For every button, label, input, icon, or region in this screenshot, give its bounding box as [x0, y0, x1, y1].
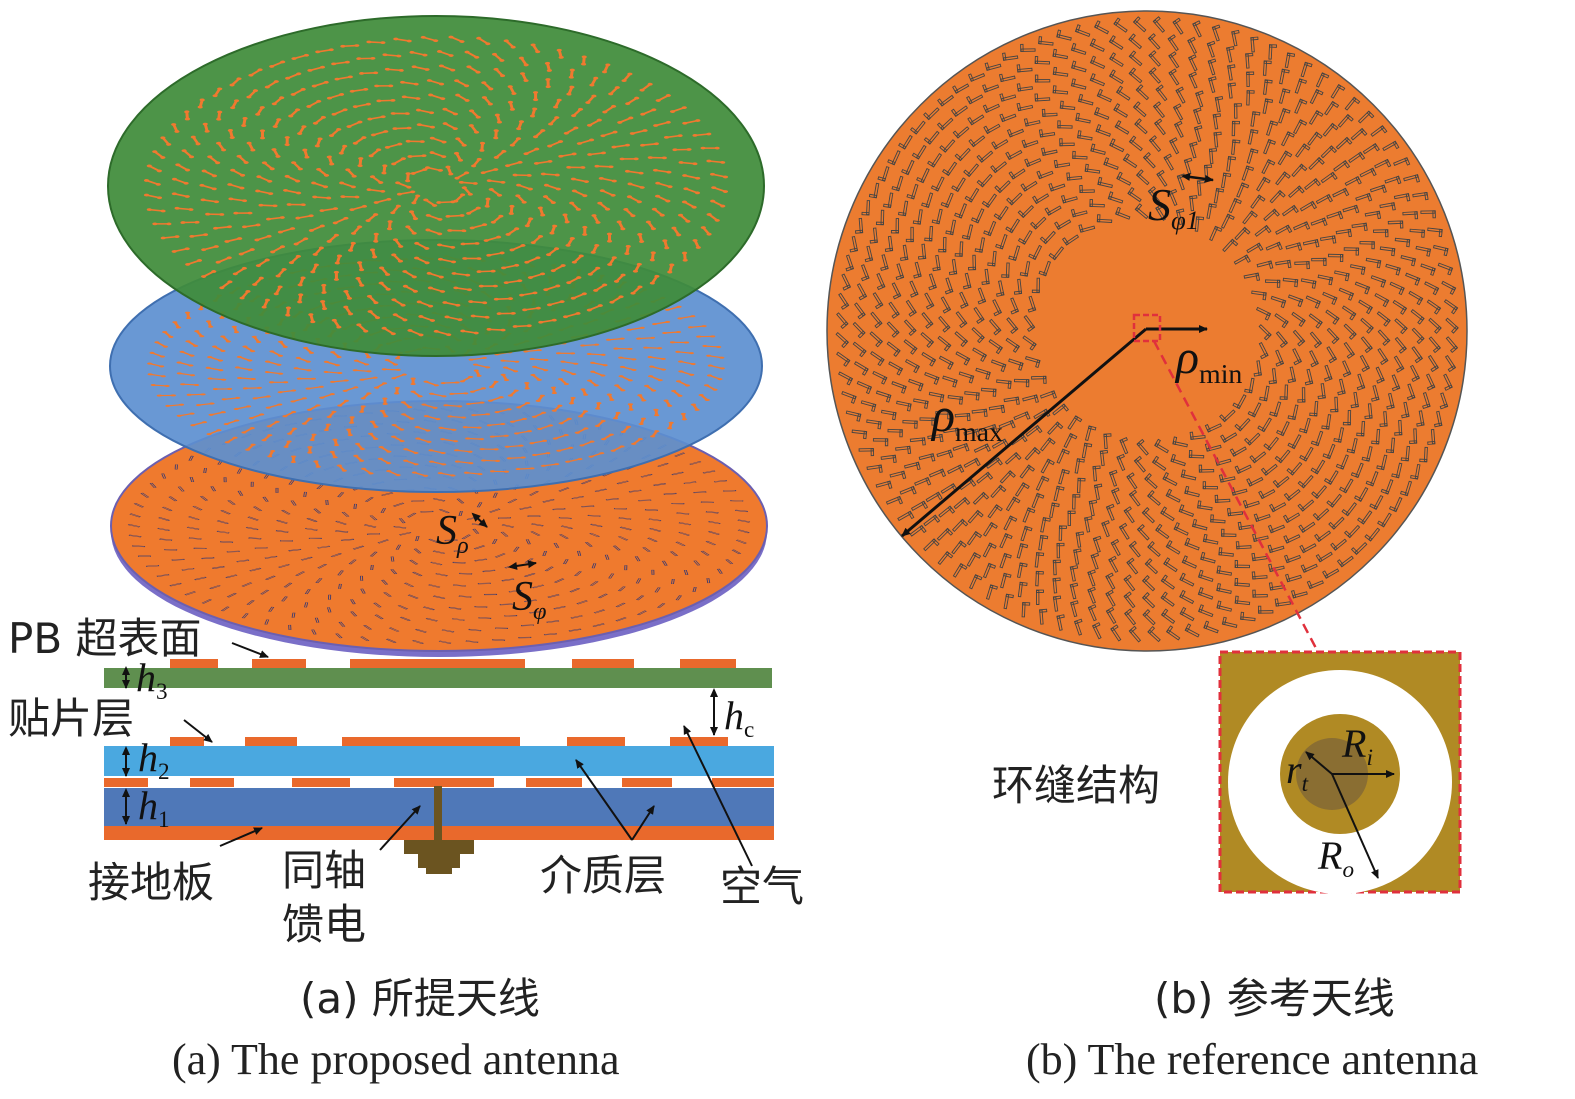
r-o-arrow: [1331, 773, 1379, 879]
s-phi-arrow: [508, 560, 537, 570]
label-coax-line1: 同轴: [282, 846, 367, 895]
reference-disk-slots: [835, 16, 1459, 643]
air-leader: [683, 725, 753, 867]
metasurface-substrate: [104, 668, 772, 688]
patch-leader: [183, 719, 213, 743]
symbol-h2: h2: [138, 735, 170, 786]
metasurface-patches: [170, 659, 736, 668]
label-patch-layer: 贴片层: [8, 694, 135, 743]
caption-b-cn: (b) 参考天线: [1154, 974, 1395, 1023]
green-layer-patches: [143, 35, 729, 337]
label-ground-plate: 接地板: [88, 858, 215, 907]
symbol-R-i: Ri: [1342, 721, 1373, 772]
label-coax-line2: 馈电: [282, 900, 367, 949]
symbol-rho-max: ρmax: [932, 389, 1003, 448]
label-ring-slot-structure: 环缝结构: [992, 761, 1161, 810]
label-dielectric-layer: 介质层: [540, 851, 667, 900]
stack-3d: [107, 15, 768, 657]
symbol-r-t: rt: [1286, 747, 1309, 798]
symbol-h3: h3: [136, 655, 168, 706]
symbol-hc: hc: [724, 693, 755, 744]
ground-leader: [219, 827, 263, 847]
reference-disk: [826, 10, 1468, 653]
zoom-guide-line: [1152, 340, 1320, 653]
symbol-h1: h1: [138, 783, 170, 834]
lower-patches: [104, 778, 774, 787]
rho-max-arrow: [901, 327, 1147, 538]
r-t-arrow: [1305, 751, 1333, 775]
symbol-s-rho: Sρ: [436, 508, 469, 559]
symbol-s-phi1: Sφ1: [1148, 179, 1200, 236]
dielectric-upper: [104, 746, 774, 776]
coax-leader: [379, 805, 421, 851]
symbol-rho-min: ρmin: [1176, 331, 1243, 390]
dielectric-leader-1: [575, 759, 633, 841]
cross-section: [104, 642, 774, 874]
caption-a-cn: (a) 所提天线: [300, 974, 540, 1023]
symbol-s-phi: Sφ: [512, 574, 547, 625]
label-air: 空气: [720, 862, 805, 911]
dielectric-leader-2: [631, 805, 655, 841]
caption-b-en: (b) The reference antenna: [1026, 1035, 1479, 1084]
caption-a-en: (a) The proposed antenna: [172, 1035, 620, 1084]
s-rho-arrow: [471, 512, 488, 528]
s-phi1-arrow: [1181, 172, 1214, 183]
ring-slot-zoom: [1218, 650, 1462, 894]
reference-disk-body: [826, 10, 1468, 652]
patch-layer-patches: [170, 737, 728, 746]
zoom-source-box: [1132, 313, 1162, 343]
symbol-R-o: Ro: [1318, 833, 1355, 884]
pb-leader: [231, 642, 269, 658]
green-layer: [107, 15, 765, 357]
coax-feed: [404, 786, 474, 874]
label-pb-metasurface: PB 超表面: [8, 614, 202, 663]
